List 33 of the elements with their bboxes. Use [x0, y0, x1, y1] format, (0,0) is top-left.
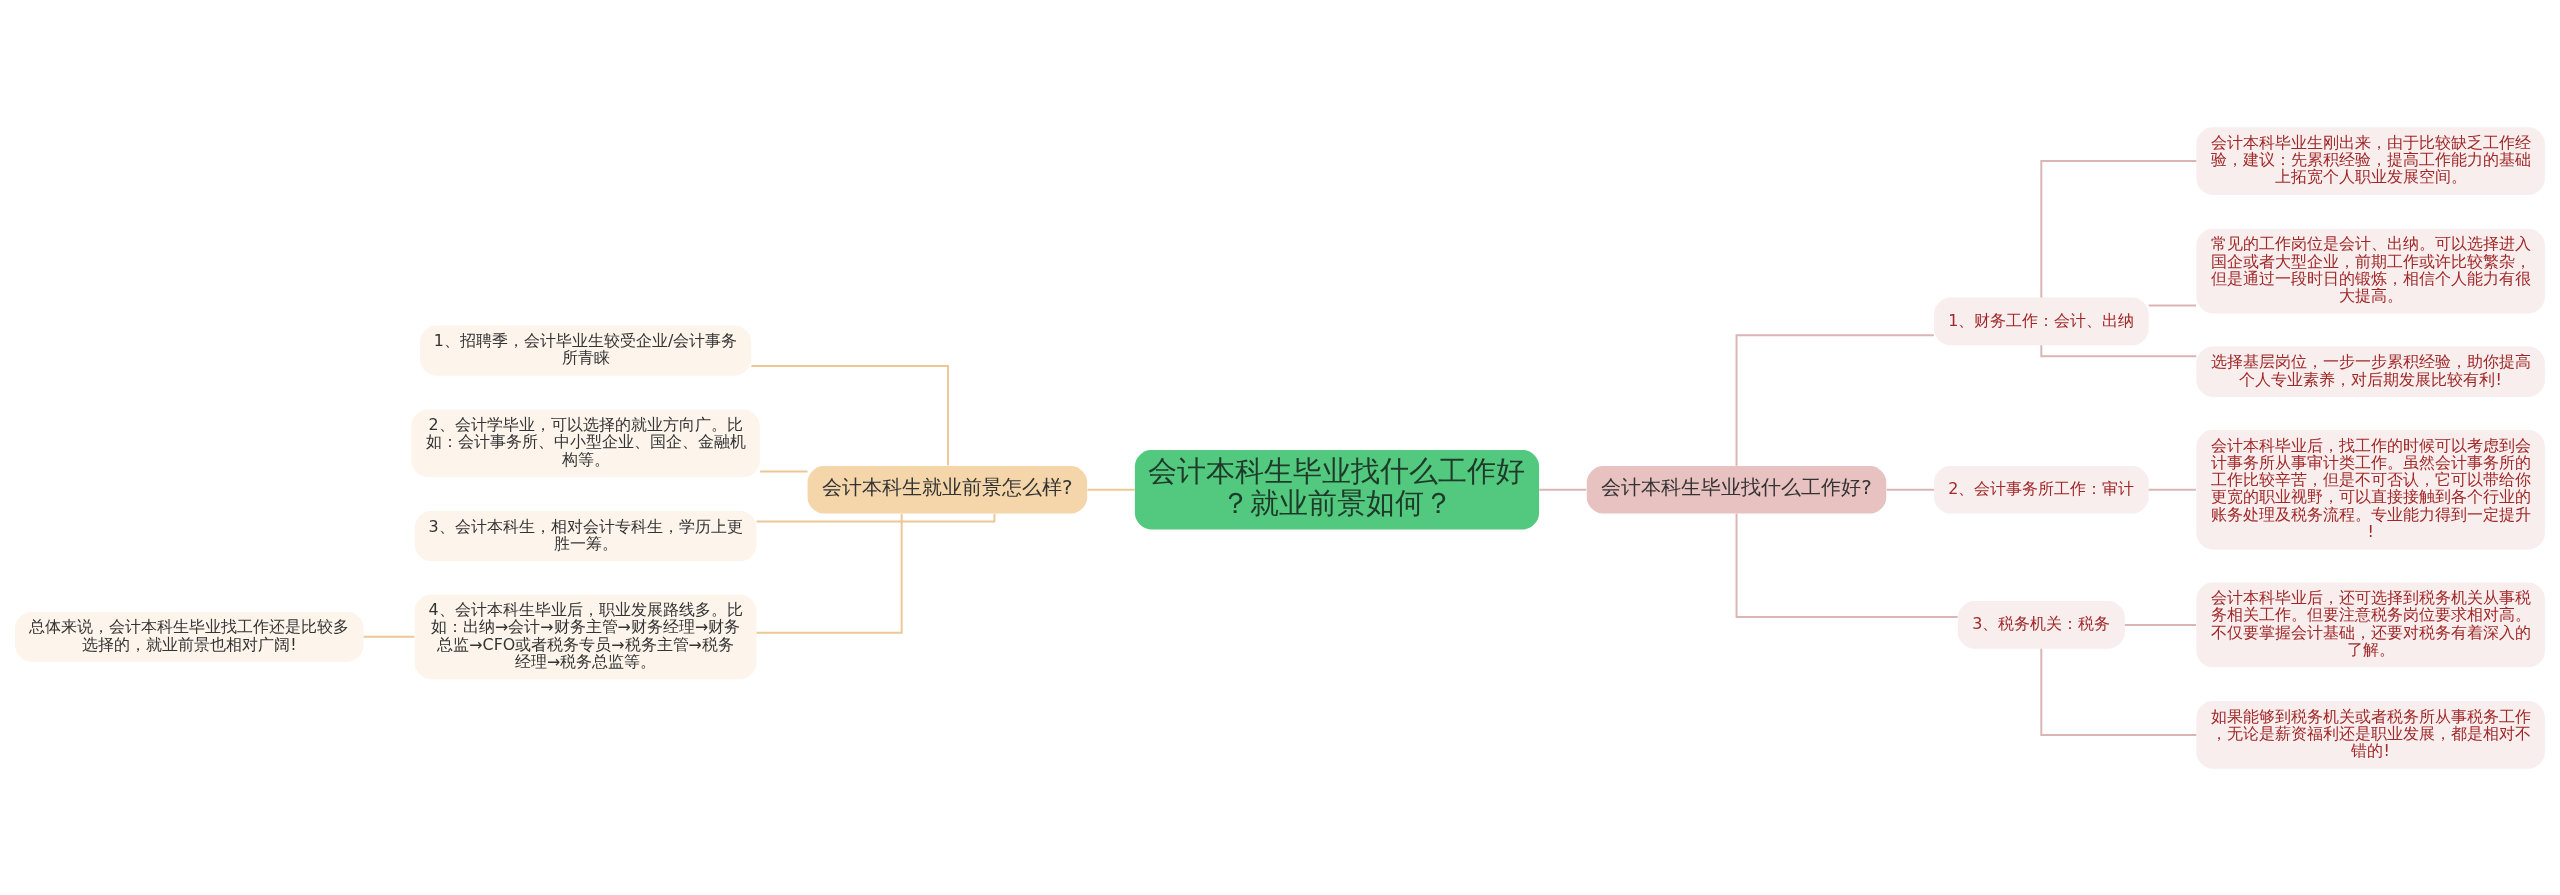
node-box: 总体来说，会计本科生毕业找工作还是比较多选择的，就业前景也相对广阔! [15, 611, 364, 662]
connector [2147, 304, 2197, 307]
node-box: 常见的工作岗位是会计、出纳。可以选择进入国企或者大型企业，前期工作或许比较繁杂，但是通过一段时日的锻炼，相信个人能力有很大提高。 [2196, 228, 2545, 313]
connector [1735, 512, 1959, 618]
connector [750, 364, 950, 466]
node-box: 会计本科毕业生刚出来，由于比较缺乏工作经验，建议：先累积经验，提高工作能力的基础上拓宽个人职业发展空间。 [2196, 126, 2545, 195]
connector [362, 635, 416, 638]
node-box: 会计本科生毕业找什么工作好？就业前景如何？ [1134, 449, 1540, 529]
node-box: 如果能够到税务机关或者税务所从事税务工作，无论是薪资福利还是职业发展，都是相对不错的! [2196, 700, 2545, 769]
node-box: 1、财务工作：会计、出纳 [1934, 297, 2149, 345]
node-box: 会计本科生就业前景怎么样? [807, 465, 1088, 514]
connector [1086, 488, 1136, 491]
node-box: 会计本科毕业后，找工作的时候可以考虑到会计事务所从事审计类工作。虽然会计事务所的工作比较辛苦，但是不可否认，它可以带给你更宽的职业视野，可以直接接触到各个行业的账务处理及税务流程。专业能力得到一定提升! [2196, 429, 2545, 549]
node-box: 选择基层岗位，一步一步累积经验，助你提高个人专业素养，对后期发展比较有利! [2196, 346, 2545, 397]
connector [1885, 488, 1935, 491]
connector [755, 512, 903, 634]
connector [2123, 623, 2197, 626]
connector [1735, 333, 1935, 467]
node-box: 2、会计事务所工作：审计 [1934, 465, 2149, 514]
node-box: 3、会计本科生，相对会计专科生，学历上更胜一筹。 [414, 510, 757, 561]
node-box: 4、会计本科生毕业后，职业发展路线多。比如：出纳→会计→财务主管→财务经理→财务总监→CFO或者税务专员→税务主管→税务经理→税务总监等。 [414, 593, 757, 679]
connector [759, 470, 809, 472]
connector [2147, 488, 2197, 491]
connector [2040, 343, 2198, 357]
node-box: 会计本科生毕业找什么工作好? [1586, 465, 1887, 514]
node-box: 2、会计学毕业，可以选择的就业方向广。比如：会计事务所、中小型企业、国企、金融机构等。 [411, 409, 760, 477]
connector [2040, 647, 2198, 736]
node-box: 会计本科毕业后，还可选择到税务机关从事税务相关工作。但要注意税务岗位要求相对高。不仅要掌握会计基础，还要对税务有着深入的了解。 [2196, 582, 2545, 667]
connector [1538, 488, 1588, 491]
connector [755, 512, 996, 523]
connector [2040, 159, 2198, 298]
node-box: 3、税务机关：税务 [1957, 600, 2125, 649]
node-box: 1、招聘季，会计毕业生较受企业/会计事务所青睐 [419, 324, 752, 376]
